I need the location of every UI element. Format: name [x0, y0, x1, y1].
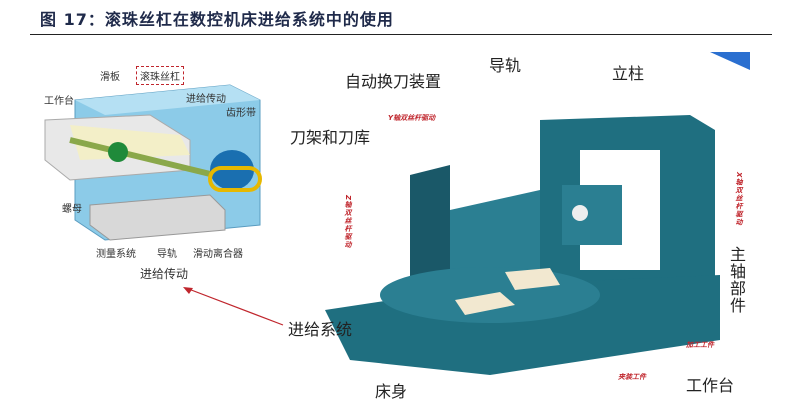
label-atc: 自动换刀装置 [345, 72, 442, 91]
label-ball-screw: 滚珠丝杠 [136, 66, 184, 85]
label-tool-magazine: 刀架和刀库 [290, 128, 371, 147]
title-divider [30, 34, 772, 35]
label-worktable: 工作台 [44, 96, 74, 107]
label-measuring-system: 测量系统 [96, 249, 136, 260]
label-toothed-belt: 齿形带 [226, 108, 256, 119]
label-feed-system: 进给系统 [288, 320, 353, 339]
label-feed-drive: 进给传动 [186, 94, 226, 105]
label-column: 立柱 [612, 64, 645, 83]
label-workpiece: 加工工件 [686, 341, 714, 349]
label-z-axis: Z轴双丝杆驱动 [344, 195, 352, 250]
label-y-axis: Y轴双丝杆驱动 [388, 114, 436, 122]
cnc-machine-illustration [325, 52, 750, 375]
label-clamped-workpiece: 夹装工件 [618, 373, 646, 381]
label-spindle: 主轴部件 [727, 246, 746, 314]
label-guide-rail-right: 导轨 [489, 56, 522, 75]
feed-drive-diagram [44, 84, 262, 241]
label-slip-clutch: 滑动离合器 [193, 249, 243, 260]
label-bed: 床身 [375, 382, 408, 401]
label-nut: 螺母 [62, 204, 82, 215]
label-guide-rail: 导轨 [157, 249, 177, 260]
label-worktable-right: 工作台 [686, 376, 735, 395]
label-x-axis: X轴双丝杆驱动 [735, 172, 743, 227]
nut-shape [108, 142, 128, 162]
left-caption: 进给传动 [140, 267, 189, 281]
figure-title: 图 17：滚珠丝杠在数控机床进给系统中的使用 [40, 10, 394, 29]
label-slide: 滑板 [100, 72, 120, 83]
